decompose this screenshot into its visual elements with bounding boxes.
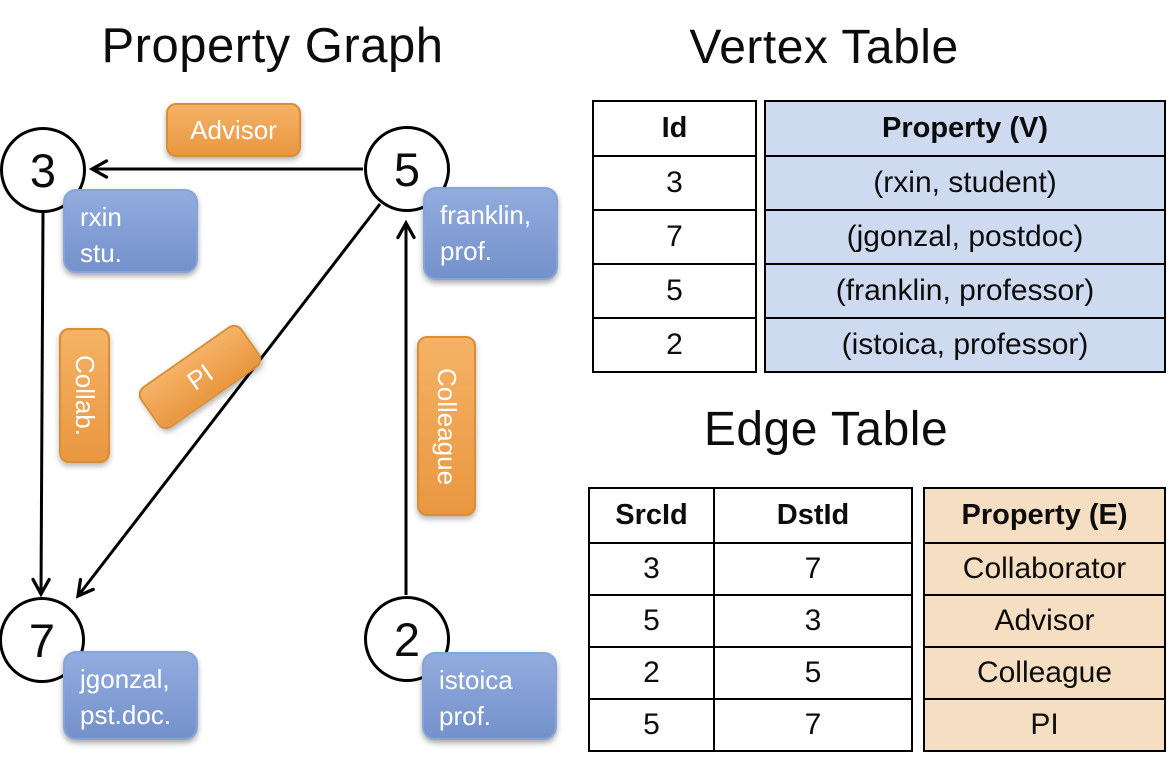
vertex-property-cell: (jgonzal, postdoc) [766, 211, 1164, 263]
vertex-table-header-id: Id [661, 112, 688, 144]
vertex-callout-rxin: rxin stu. [63, 189, 198, 273]
edge-table-header-dstid: DstId [776, 499, 850, 531]
edge-property-cell: Collaborator [925, 544, 1164, 594]
edge-table-title: Edge Table [703, 403, 949, 456]
node-5: 5 [364, 126, 450, 212]
vertex-callout-line: istoica [439, 665, 513, 695]
edge-table-header-srcid: SrcId [590, 489, 715, 542]
node-5-id: 5 [393, 142, 421, 196]
edge-property-cell: Advisor [925, 596, 1164, 646]
edge-label-pi-text: PI [181, 357, 219, 396]
edge-property-cell: Colleague [925, 648, 1164, 698]
property-graph-title: Property Graph [101, 19, 444, 73]
vertex-property-cell: (istoica, professor) [766, 319, 1164, 371]
edge-dst-cell: 7 [804, 708, 822, 741]
vertex-table-property-column: Property (V) (rxin, student) (jgonzal, p… [764, 100, 1166, 373]
vertex-table-id-column: Id 3 7 5 2 [592, 100, 757, 373]
edge-label-colleague: Colleague [417, 336, 476, 516]
table-row: 5 [594, 263, 755, 317]
vertex-callout-line: rxin [80, 202, 122, 232]
edge-label-collab-text: Collab. [70, 355, 100, 436]
vertex-id-cell: 3 [666, 166, 683, 199]
vertex-callout-line: pst.doc. [80, 700, 172, 730]
table-row: 2 5 [590, 646, 911, 698]
vertex-table-header-property: Property (V) [766, 102, 1164, 155]
vertex-property-cell: (rxin, student) [766, 157, 1164, 209]
node-7-id: 7 [28, 613, 56, 667]
vertex-callout-line: jgonzal, [80, 664, 170, 694]
table-row: (jgonzal, postdoc) [766, 209, 1164, 263]
node-2: 2 [364, 596, 450, 682]
vertex-table: Id 3 7 5 2 Property (V) (rxin, student) … [592, 100, 1166, 373]
vertex-callout-line: prof. [439, 701, 492, 731]
edge-dst-cell: 7 [804, 552, 822, 585]
edge-table-id-columns: SrcId DstId 3 7 5 3 2 5 5 7 [588, 487, 913, 752]
edge-table-header-property: Property (E) [925, 489, 1164, 542]
vertex-callout-line: prof. [440, 236, 493, 266]
table-row: 7 [594, 209, 755, 263]
node-3-id: 3 [29, 143, 57, 197]
vertex-property-cell: (franklin, professor) [766, 265, 1164, 317]
table-row: Colleague [925, 646, 1164, 698]
vertex-table-title: Vertex Table [689, 21, 959, 74]
edge-src-cell: 5 [590, 596, 715, 646]
edge-src-cell: 2 [590, 648, 715, 698]
table-row: 3 7 [590, 542, 911, 594]
table-row: 5 3 [590, 594, 911, 646]
vertex-callout-line: franklin, [440, 200, 532, 230]
edge-table-property-column: Property (E) Collaborator Advisor Collea… [923, 487, 1166, 752]
table-row: (rxin, student) [766, 155, 1164, 209]
edge-label-colleague-text: Colleague [432, 367, 462, 485]
edge-label-advisor-text: Advisor [190, 114, 277, 145]
table-row: PI [925, 698, 1164, 750]
edge-src-cell: 5 [590, 700, 715, 750]
vertex-callout-istoica: istoica prof. [422, 652, 557, 740]
table-row: Collaborator [925, 542, 1164, 594]
vertex-id-cell: 5 [666, 274, 683, 307]
edge-dst-cell: 5 [804, 656, 822, 689]
table-row: (istoica, professor) [766, 317, 1164, 371]
edge-label-collab: Collab. [59, 328, 110, 463]
table-row: 5 7 [590, 698, 911, 750]
graph-edges [0, 0, 580, 760]
edge-dst-cell: 3 [804, 604, 822, 637]
node-2-id: 2 [393, 612, 421, 666]
edge-label-advisor: Advisor [166, 103, 301, 157]
vertex-callout-franklin: franklin, prof. [423, 187, 558, 280]
edge-pi-5-to-7 [78, 203, 382, 596]
table-row: (franklin, professor) [766, 263, 1164, 317]
vertex-id-cell: 2 [666, 328, 683, 361]
vertex-id-cell: 7 [666, 220, 683, 253]
edge-table: SrcId DstId 3 7 5 3 2 5 5 7 Property (E)… [588, 487, 1166, 752]
vertex-callout-line: stu. [80, 238, 122, 268]
table-row: Advisor [925, 594, 1164, 646]
table-row: 3 [594, 155, 755, 209]
edge-collab-3-to-7 [41, 212, 43, 594]
table-row: 2 [594, 317, 755, 371]
edge-property-cell: PI [925, 700, 1164, 750]
edge-src-cell: 3 [590, 544, 715, 594]
vertex-callout-jgonzal: jgonzal, pst.doc. [63, 651, 198, 740]
